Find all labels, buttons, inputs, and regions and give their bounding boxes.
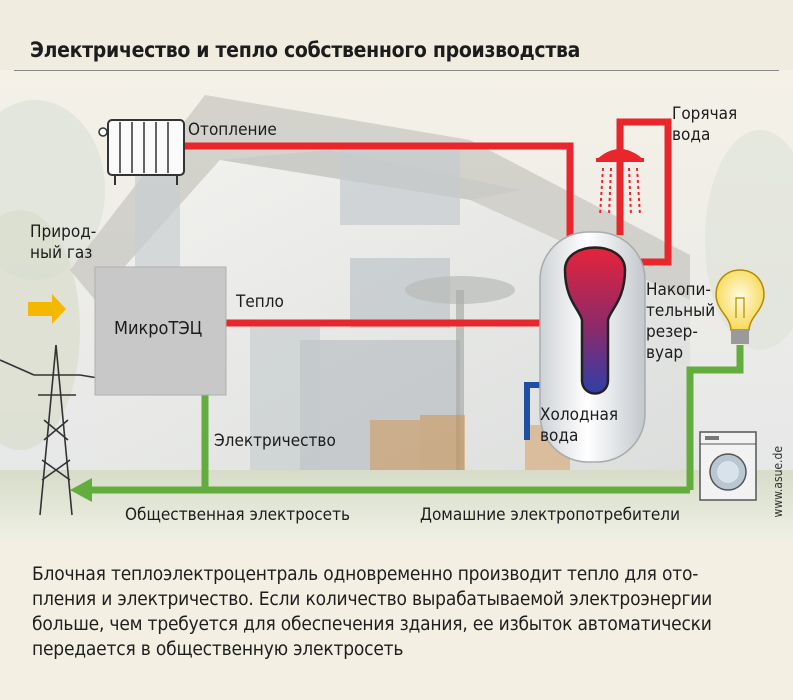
cold-water-label: Холодная вода	[540, 405, 619, 446]
chp-box	[94, 266, 227, 396]
heating-label: Отопление	[188, 120, 277, 140]
storage-tank-label: Накопи- тельный резер- вуар	[646, 280, 716, 363]
radiator-icon	[98, 119, 185, 185]
shower-icon	[596, 149, 644, 216]
power-lines	[90, 345, 744, 494]
heat-label: Тепло	[236, 292, 284, 312]
title-bar: Электричество и тепло собственного произ…	[0, 0, 793, 70]
grid-arrow-icon	[70, 478, 92, 502]
caption-line: передается в общественную электросеть	[32, 638, 404, 660]
caption: Блочная теплоэлектроцентраль одновременн…	[32, 562, 772, 662]
source-credit: www.asue.de	[771, 446, 785, 518]
natural-gas-label: Природ- ный газ	[30, 222, 97, 263]
storage-tank-icon	[539, 231, 646, 463]
home-consumers-label: Домашние электропотребители	[420, 505, 681, 525]
caption-line: больше, чем требуется для обеспечения зд…	[32, 613, 712, 635]
washing-machine-icon	[699, 431, 757, 501]
public-grid-label: Общественная электросеть	[125, 505, 351, 525]
electricity-label: Электричество	[214, 431, 336, 451]
flow-diagram	[0, 118, 765, 516]
caption-line: Блочная теплоэлектроцентраль одновременн…	[32, 563, 699, 585]
caption-line: пления и электричество. Если количество …	[32, 588, 713, 610]
lightbulb-icon	[715, 269, 765, 344]
title-divider	[14, 70, 779, 71]
gas-arrow-icon	[28, 294, 66, 324]
diagram-figure: Электричество и тепло собственного произ…	[0, 0, 793, 540]
diagram-title: Электричество и тепло собственного произ…	[30, 38, 581, 62]
chp-label: МикроТЭЦ	[114, 318, 203, 339]
hot-water-label: Горячая вода	[672, 104, 738, 145]
